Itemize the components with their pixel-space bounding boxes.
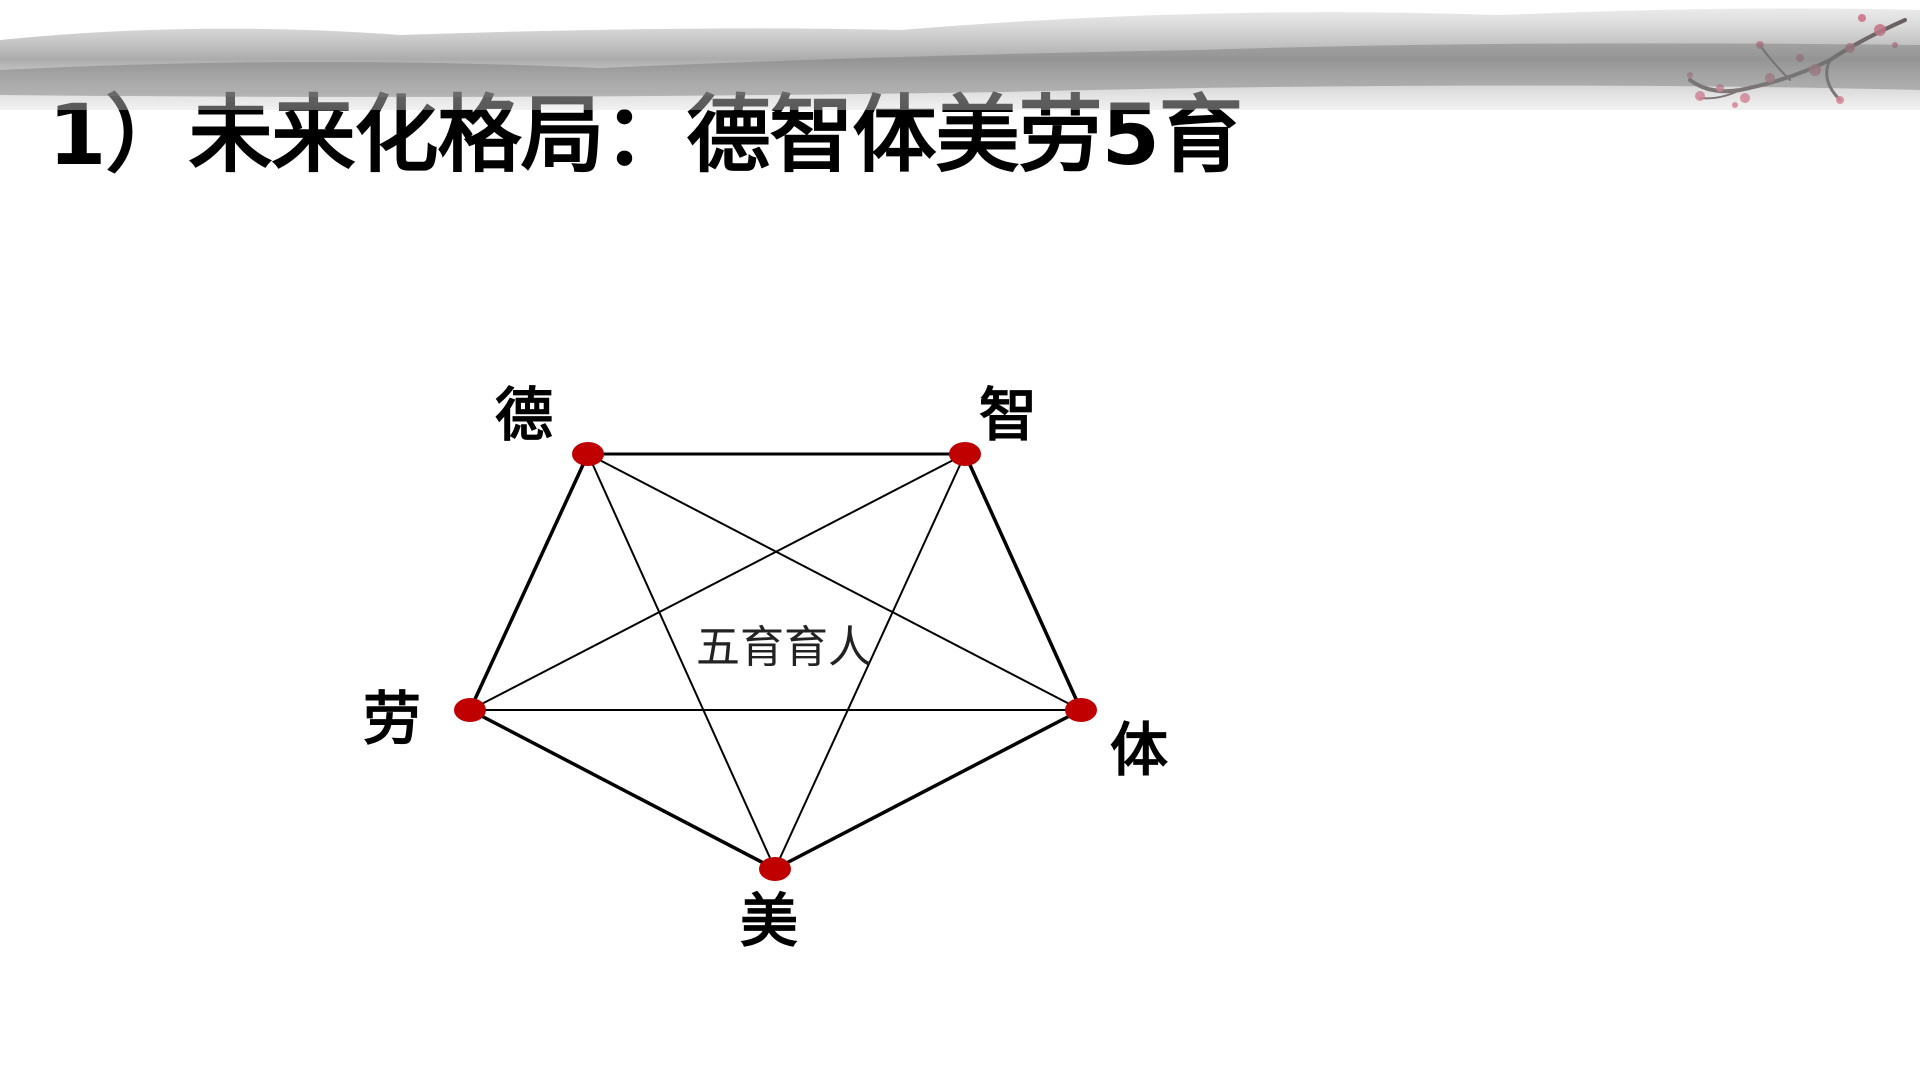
node-mei: [759, 857, 791, 881]
node-zhi: [949, 442, 981, 466]
node-de: [572, 442, 604, 466]
diag-zhi-lao: [469, 453, 966, 711]
label-ti: 体: [1109, 716, 1169, 784]
node-lao: [454, 698, 486, 722]
diag-zhi-mei: [774, 453, 966, 870]
label-de: 德: [494, 381, 554, 449]
diag-de-mei: [587, 453, 776, 870]
node-ti: [1065, 698, 1097, 722]
diag-de-ti: [587, 453, 1082, 711]
label-lao: 劳: [362, 685, 422, 753]
label-zhi: 智: [978, 381, 1038, 449]
center-text: 五育育人: [696, 622, 872, 673]
edge-zhi-ti: [963, 453, 1083, 711]
edge-ti-mei: [774, 708, 1082, 871]
label-mei: 美: [739, 887, 799, 955]
ink-landscape-decoration: [0, 8, 1920, 110]
edge-mei-lao: [469, 708, 776, 871]
edge-lao-de: [468, 453, 590, 711]
